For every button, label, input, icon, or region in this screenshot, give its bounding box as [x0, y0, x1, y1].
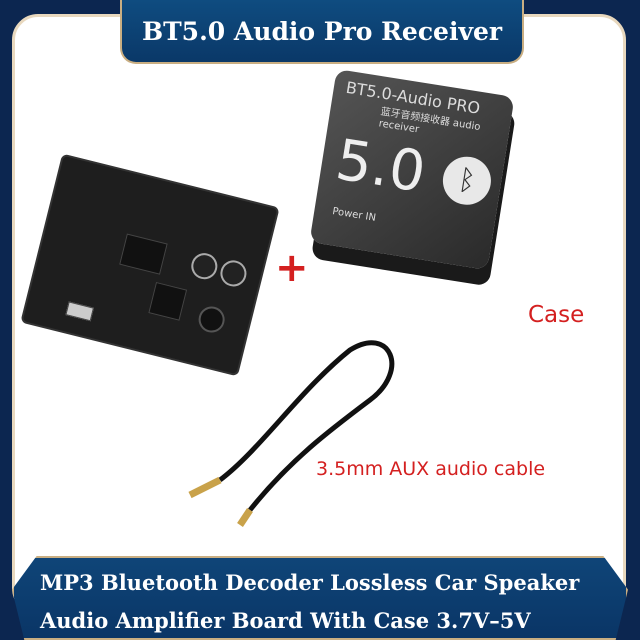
- usb-port: [65, 301, 95, 322]
- capacitor: [217, 257, 250, 290]
- case-label: Case: [528, 302, 585, 328]
- case-image: BT5.0-Audio PRO 蓝牙音频接收器 audio receiver 5…: [309, 68, 515, 271]
- jack-plug: [237, 508, 253, 527]
- title-banner: BT5.0 Audio Pro Receiver: [120, 0, 524, 64]
- cable-wire: [218, 340, 395, 512]
- bluetooth-icon: ᛒ: [439, 153, 495, 209]
- jack-plug: [188, 476, 222, 499]
- cable-label: 3.5mm AUX audio cable: [316, 458, 546, 480]
- case-print-big: 5.0: [331, 127, 430, 206]
- page-title: BT5.0 Audio Pro Receiver: [141, 16, 503, 46]
- case-print-power: Power IN: [331, 206, 377, 224]
- aux-cable-image: [188, 340, 395, 527]
- description-line-2: Audio Amplifier Board With Case 3.7V–5V: [40, 608, 531, 633]
- description-line-1: MP3 Bluetooth Decoder Lossless Car Speak…: [40, 570, 580, 595]
- description-banner: MP3 Bluetooth Decoder Lossless Car Speak…: [12, 556, 628, 640]
- plus-sign: +: [275, 245, 309, 291]
- chip: [119, 233, 168, 275]
- capacitor: [188, 250, 221, 282]
- inductor: [148, 281, 188, 321]
